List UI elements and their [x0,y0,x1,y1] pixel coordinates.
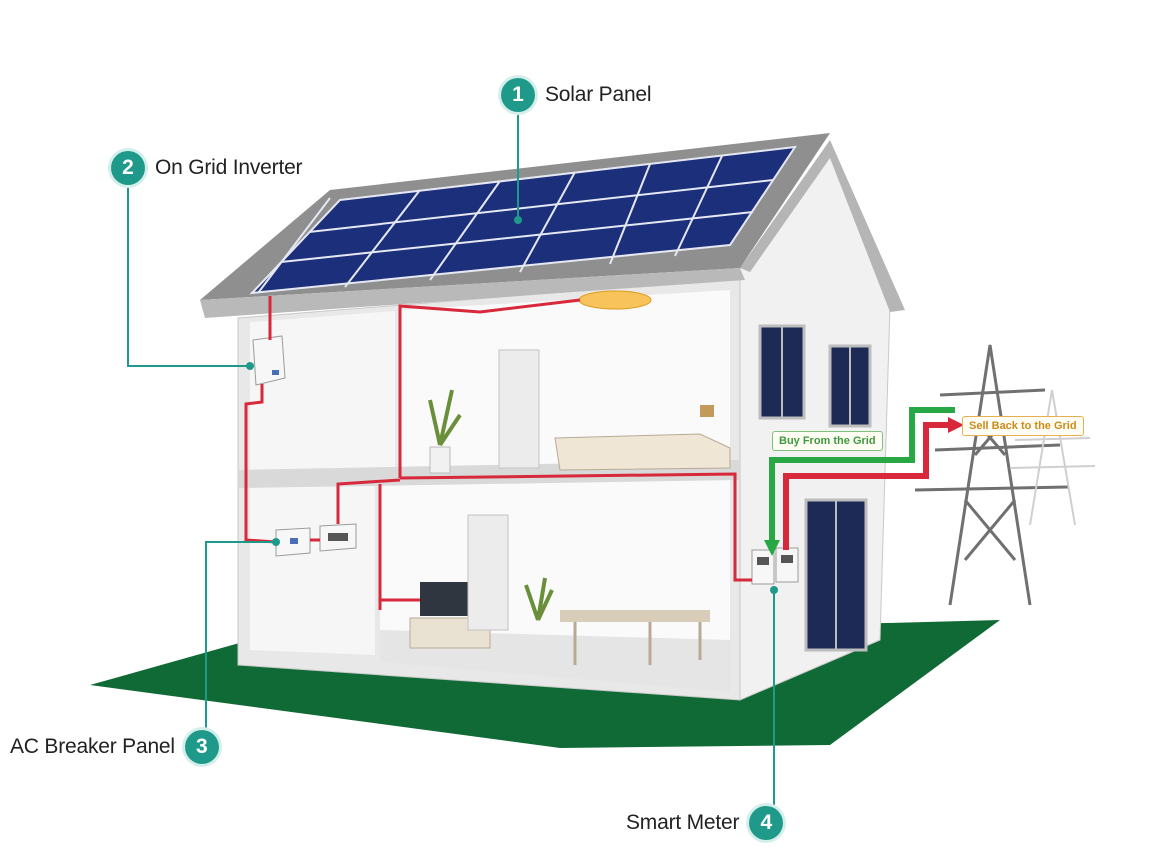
callout-ac-breaker-panel: AC Breaker Panel 3 [10,730,219,764]
smart-meter-label: Smart Meter [626,811,740,834]
sell-back-to-grid-arrow [783,422,950,550]
breaker-panels [275,523,357,557]
callout-on-grid-inverter: 2 On Grid Inverter [111,151,303,185]
inverter-unit [252,335,286,386]
solar-panel-label: Solar Panel [545,83,652,106]
buy-from-grid-label: Buy From the Grid [772,431,883,451]
ac-breaker-panel-label: AC Breaker Panel [10,735,175,758]
bedroom-furniture [428,349,731,474]
house-wiring [244,296,752,610]
callout-smart-meter: Smart Meter 4 [626,806,784,840]
transmission-tower [914,344,1069,606]
buy-from-grid-arrow [769,407,955,545]
on-grid-inverter-label: On Grid Inverter [155,156,303,179]
callout-solar-panel: 1 Solar Panel [501,78,652,112]
callout-number-2: 2 [111,151,145,185]
callout-number-1: 1 [501,78,535,112]
callout-leaders [127,112,775,805]
callout-number-4: 4 [749,806,784,840]
callout-number-3: 3 [184,730,219,764]
living-furniture [409,514,710,665]
ceiling-lamp [578,290,652,310]
background-tower [1009,389,1096,526]
solar-panel-array [249,145,798,295]
sell-back-to-grid-label: Sell Back to the Grid [962,416,1084,436]
